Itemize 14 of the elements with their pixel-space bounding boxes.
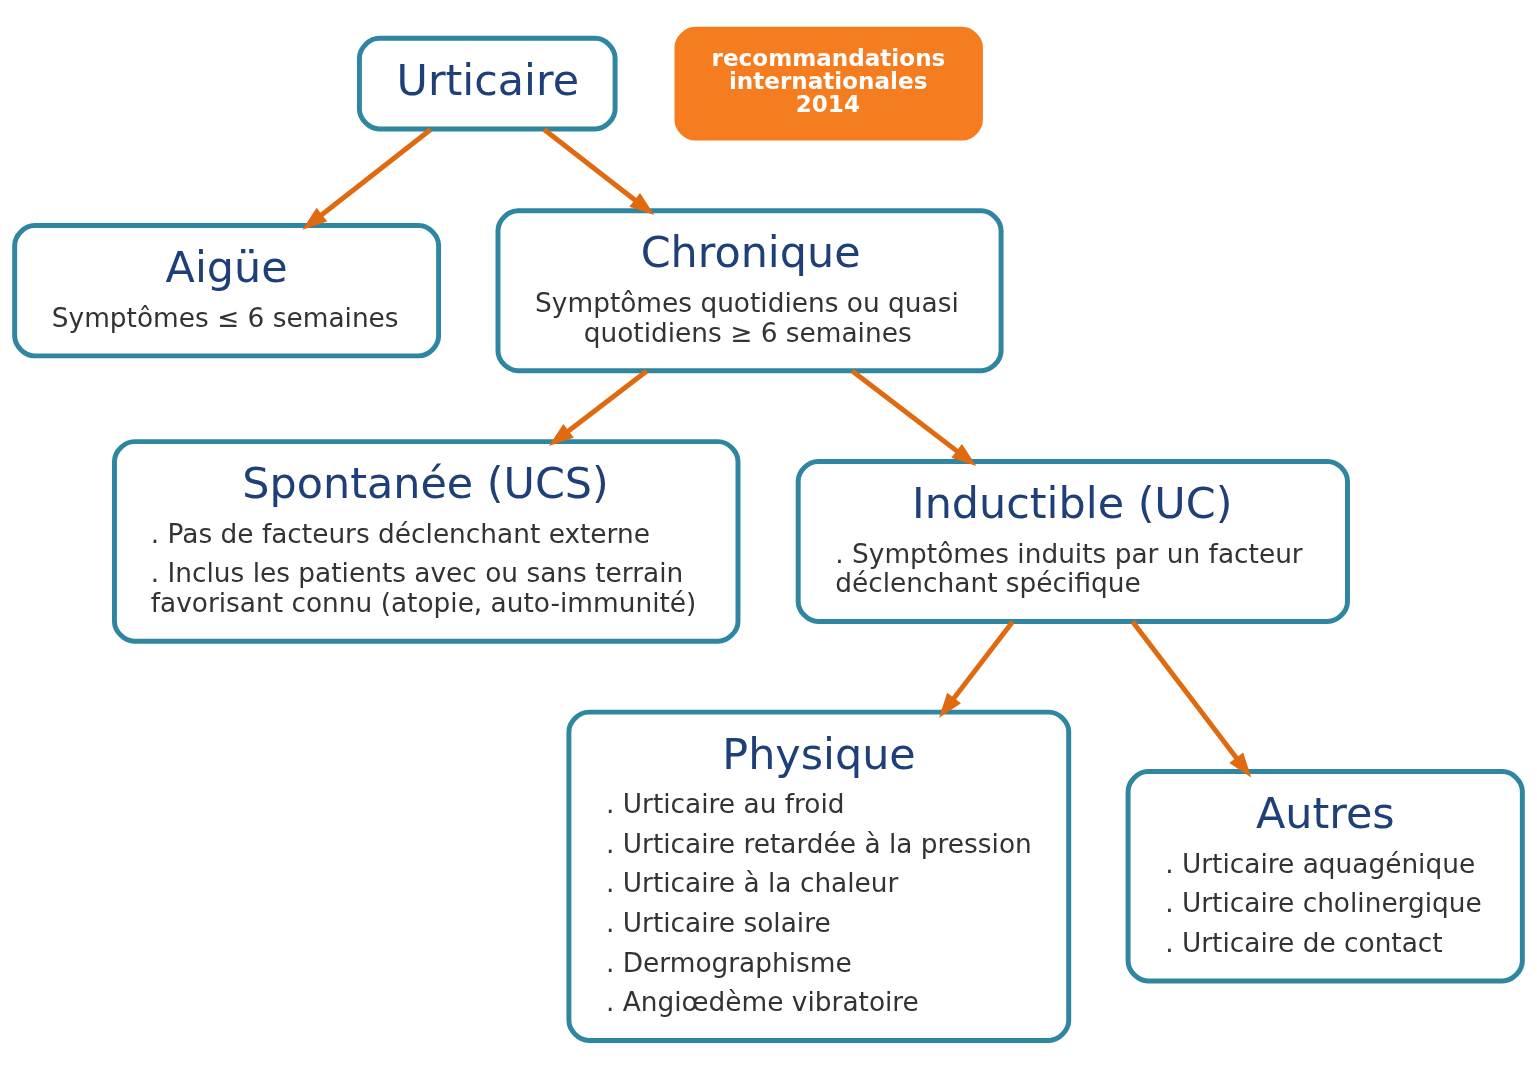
node-box: Urticaire: [356, 35, 618, 131]
arrow: [938, 619, 1015, 718]
arrow: [302, 127, 433, 230]
arrow: [548, 368, 649, 446]
arrow: [542, 127, 655, 215]
node-box: Chronique Symptômes quotidiens ou quasi quotidiens ≥ 6 semaines: [495, 207, 1004, 373]
arrow: [1130, 619, 1252, 777]
node-box: Autres . Urticaire aquagénique . Urticaire cholinergique . Urticaire de contact: [1125, 768, 1525, 983]
node-box: Physique . Urticaire au froid . Urticaire retardée à la pression . Urticaire à la chaleur . Urticaire solaire . Dermographisme . Angiœdème vibratoire: [566, 709, 1072, 1043]
node-box: recommandations internationales 2014: [674, 26, 983, 141]
node-box: Aigüe Symptômes ≤ 6 semaines: [12, 222, 442, 358]
arrow: [850, 368, 977, 466]
node-box: Inductible (UC) . Symptômes induits par un facteur déclenchant spécifique: [795, 458, 1350, 624]
node-box: Spontanée (UCS) . Pas de facteurs déclenchant externe . Inclus les patients avec ou sans terrain favorisant connu (atopie, auto-immunité): [112, 438, 741, 644]
